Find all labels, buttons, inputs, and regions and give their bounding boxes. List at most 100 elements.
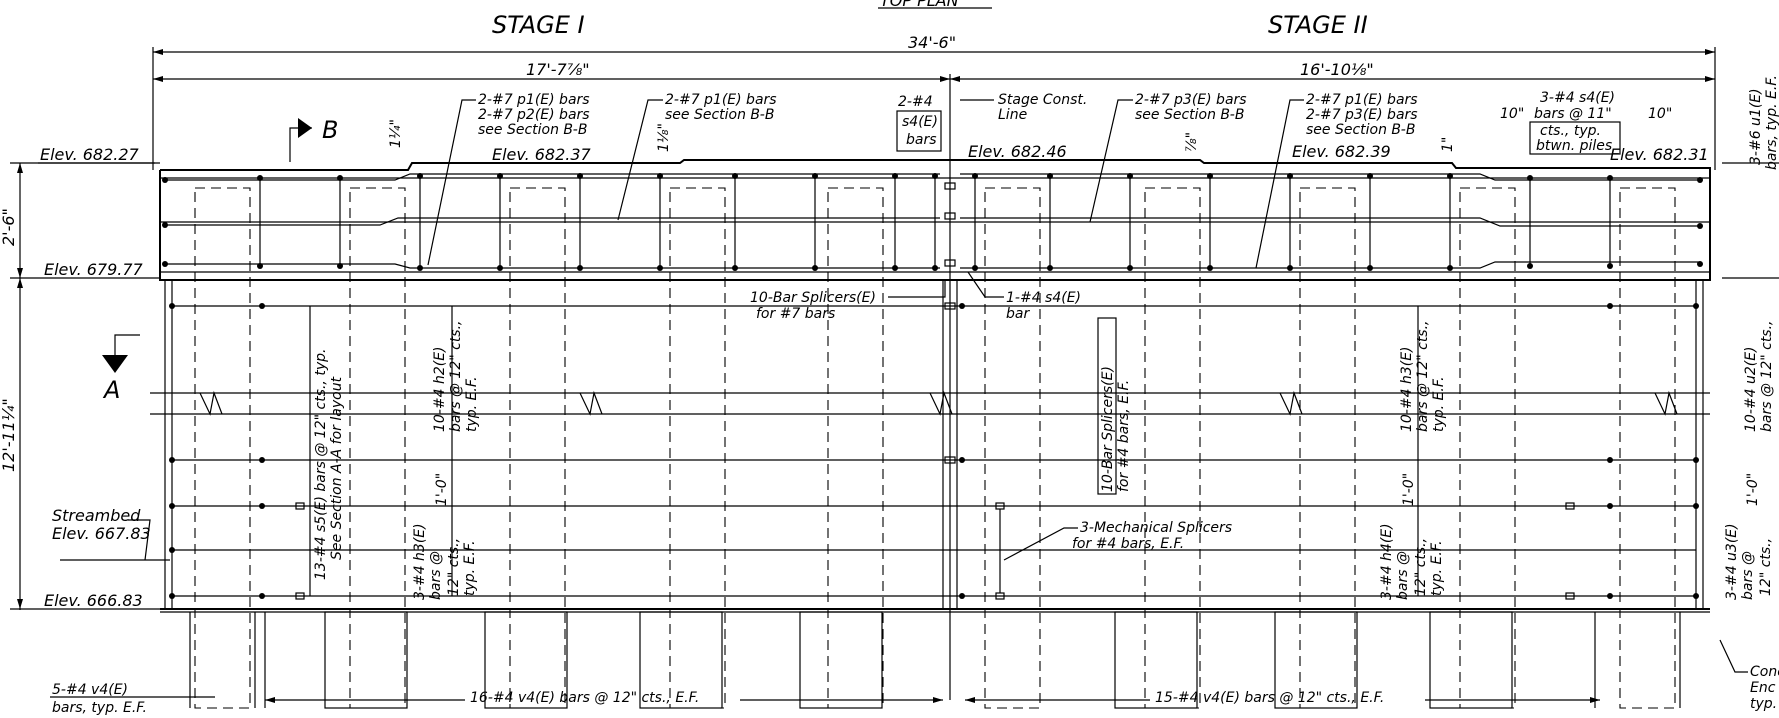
step-dim-3: ⅞" <box>1184 132 1200 152</box>
step-dim-2: 1⅛" <box>656 123 672 152</box>
note-s4-pair: 2-#4 s4(E) bars <box>896 94 942 152</box>
svg-text:Stage Const.: Stage Const. <box>998 92 1087 108</box>
svg-text:12" cts.,: 12" cts., <box>446 538 462 596</box>
svg-text:bars @: bars @ <box>1740 551 1756 600</box>
note-v4-stage2: 15-#4 v4(E) bars @ 12" cts., E.F. <box>965 690 1600 706</box>
svg-text:3-#4 h3(E): 3-#4 h3(E) <box>412 523 428 600</box>
overall-dim: 34'-6" <box>908 33 956 52</box>
svg-text:see Section B-B: see Section B-B <box>478 122 587 138</box>
note-h2: 10-#4 h2(E) bars @ 12" cts., typ. E.F. <box>432 306 480 596</box>
svg-text:10": 10" <box>1500 106 1524 122</box>
stage-1-heading: STAGE I <box>492 11 585 39</box>
streambed-elev: Elev. 667.83 <box>52 524 151 543</box>
note-conc-enc: Conc Enc typ. <box>1719 639 1779 712</box>
note-p1p3: 2-#7 p1(E) bars 2-#7 p3(E) bars see Sect… <box>1255 92 1418 269</box>
elev-682-46: Elev. 682.46 <box>968 142 1067 161</box>
svg-text:1'-0": 1'-0" <box>434 473 450 506</box>
note-h3b: 3-#4 h3(E) bars @ 12" cts., typ. E.F. <box>412 523 478 600</box>
elev-682-31: Elev. 682.31 <box>1610 145 1709 164</box>
elev-679-77: Elev. 679.77 <box>44 260 144 279</box>
svg-text:bars @ 12" cts.,: bars @ 12" cts., <box>1415 320 1431 432</box>
stage-1-dim: 17'-7⅞" <box>526 60 590 79</box>
svg-text:Line: Line <box>998 107 1027 123</box>
note-mech-splicers: 3-Mechanical Splicers for #4 bars, E.F. <box>1003 520 1232 561</box>
svg-text:bars @ 12" cts.,: bars @ 12" cts., <box>1759 320 1775 432</box>
section-b-label: B <box>322 116 338 144</box>
svg-text:s4(E): s4(E) <box>902 114 938 130</box>
svg-text:2-#4: 2-#4 <box>898 94 933 110</box>
note-u3: 3-#4 u3(E) bars @ 12" cts., <box>1724 523 1774 600</box>
svg-text:see Section B-B: see Section B-B <box>1135 107 1244 123</box>
svg-text:3-#6 u1(E): 3-#6 u1(E) <box>1748 88 1764 165</box>
svg-text:cts., typ.: cts., typ. <box>1540 123 1601 139</box>
svg-text:10-#4 u2(E): 10-#4 u2(E) <box>1743 346 1759 432</box>
note-h4: 3-#4 h4(E) bars @ 12" cts., typ. E.F. <box>1379 523 1445 600</box>
svg-text:3-#4 u3(E): 3-#4 u3(E) <box>1724 523 1740 600</box>
svg-text:2-#7 p1(E) bars: 2-#7 p1(E) bars <box>478 92 590 108</box>
svg-text:15-#4 v4(E) bars @ 12" cts., E: 15-#4 v4(E) bars @ 12" cts., E.F. <box>1155 690 1384 706</box>
svg-text:bars @ 11": bars @ 11" <box>1534 106 1612 122</box>
note-s4-one: 1-#4 s4(E) bar <box>967 271 1081 322</box>
note-bar-splicers-7: 10-Bar Splicers(E) for #7 bars <box>750 280 946 322</box>
cap-bar-dots <box>162 173 1703 271</box>
svg-text:for #4 bars, E.F.: for #4 bars, E.F. <box>1116 380 1132 492</box>
svg-text:typ. E.F.: typ. E.F. <box>1429 540 1445 596</box>
svg-text:13-#4 s5(E) bars @ 12" cts., t: 13-#4 s5(E) bars @ 12" cts., typ. <box>313 349 329 580</box>
svg-text:bars @: bars @ <box>428 551 444 600</box>
svg-text:bars @: bars @ <box>1395 551 1411 600</box>
elev-666-83: Elev. 666.83 <box>44 591 143 610</box>
section-a-arrow <box>102 355 128 373</box>
note-u2: 10-#4 u2(E) bars @ 12" cts., <box>1743 320 1775 432</box>
cap-depth-dim: 2'-6" <box>0 208 18 246</box>
svg-text:bars, typ. E.F.: bars, typ. E.F. <box>1764 75 1779 170</box>
note-s5: 13-#4 s5(E) bars @ 12" cts., typ. See Se… <box>309 306 345 596</box>
stage-2-heading: STAGE II <box>1268 11 1368 39</box>
svg-text:see Section B-B: see Section B-B <box>1306 122 1415 138</box>
svg-text:btwn. piles: btwn. piles <box>1536 138 1612 154</box>
top-plan-title: TOP PLAN <box>880 0 959 10</box>
step-dim-1: 1¼" <box>388 119 404 148</box>
note-h3a: 10-#4 h3(E) bars @ 12" cts., typ. E.F. <box>1399 306 1447 596</box>
note-bar-splicers-4: 10-Bar Splicers(E) for #4 bars, E.F. <box>1097 317 1132 495</box>
svg-text:2-#7 p3(E) bars: 2-#7 p3(E) bars <box>1135 92 1247 108</box>
svg-text:12" cts.,: 12" cts., <box>1758 538 1774 596</box>
note-s4-typ: 3-#4 s4(E) bars @ 11" cts., typ. btwn. p… <box>1500 90 1672 155</box>
elev-682-37: Elev. 682.37 <box>492 145 592 164</box>
note-p3: 2-#7 p3(E) bars see Section B-B <box>1089 92 1247 223</box>
svg-text:3-#4 s4(E): 3-#4 s4(E) <box>1540 90 1615 106</box>
svg-text:see Section B-B: see Section B-B <box>665 107 774 123</box>
svg-text:2-#7 p1(E) bars: 2-#7 p1(E) bars <box>665 92 777 108</box>
svg-text:bars: bars <box>906 132 937 148</box>
one-foot-dims: 1'-0" 1'-0" 1'-0" <box>434 473 1761 506</box>
svg-text:for #4 bars, E.F.: for #4 bars, E.F. <box>1072 536 1184 552</box>
piles-dashed <box>194 187 1676 709</box>
svg-text:10-Bar Splicers(E): 10-Bar Splicers(E) <box>750 290 876 306</box>
wall-bar-dots <box>169 303 1699 599</box>
wall-height-dim: 12'-11¼" <box>0 398 18 472</box>
svg-text:bars @ 12" cts.,: bars @ 12" cts., <box>448 320 464 432</box>
svg-text:3-Mechanical Splicers: 3-Mechanical Splicers <box>1080 520 1232 536</box>
elev-682-27: Elev. 682.27 <box>40 145 140 164</box>
splicer-marks <box>295 182 1575 600</box>
step-dim-4: 1" <box>1440 137 1456 152</box>
svg-text:typ. E.F.: typ. E.F. <box>464 376 480 432</box>
svg-text:5-#4 v4(E): 5-#4 v4(E) <box>52 682 128 698</box>
svg-text:12" cts.,: 12" cts., <box>1413 538 1429 596</box>
svg-text:typ. E.F.: typ. E.F. <box>1431 376 1447 432</box>
section-a-label: A <box>102 376 120 404</box>
svg-text:typ. E.F.: typ. E.F. <box>462 540 478 596</box>
svg-text:See Section A-A for layout: See Section A-A for layout <box>329 376 345 560</box>
note-p1p2: 2-#7 p1(E) bars 2-#7 p2(E) bars see Sect… <box>427 92 590 266</box>
svg-text:1'-0": 1'-0" <box>1745 473 1761 506</box>
svg-text:1-#4 s4(E): 1-#4 s4(E) <box>1006 290 1081 306</box>
streambed-label: Streambed <box>52 506 141 525</box>
note-u1: 3-#6 u1(E) bars, typ. E.F. <box>1748 75 1779 170</box>
svg-text:typ.: typ. <box>1750 696 1777 712</box>
svg-text:16-#4 v4(E) bars @ 12" cts., E: 16-#4 v4(E) bars @ 12" cts., E.F. <box>470 690 699 706</box>
svg-text:2-#7 p3(E) bars: 2-#7 p3(E) bars <box>1306 107 1418 123</box>
svg-text:10-#4 h3(E): 10-#4 h3(E) <box>1399 346 1415 432</box>
note-v4-left: 5-#4 v4(E) bars, typ. E.F. <box>50 682 215 716</box>
note-v4-stage1: 16-#4 v4(E) bars @ 12" cts., E.F. <box>265 690 943 706</box>
cap-stirrups <box>259 176 1611 268</box>
note-stage-line: Stage Const. Line <box>960 92 1087 123</box>
